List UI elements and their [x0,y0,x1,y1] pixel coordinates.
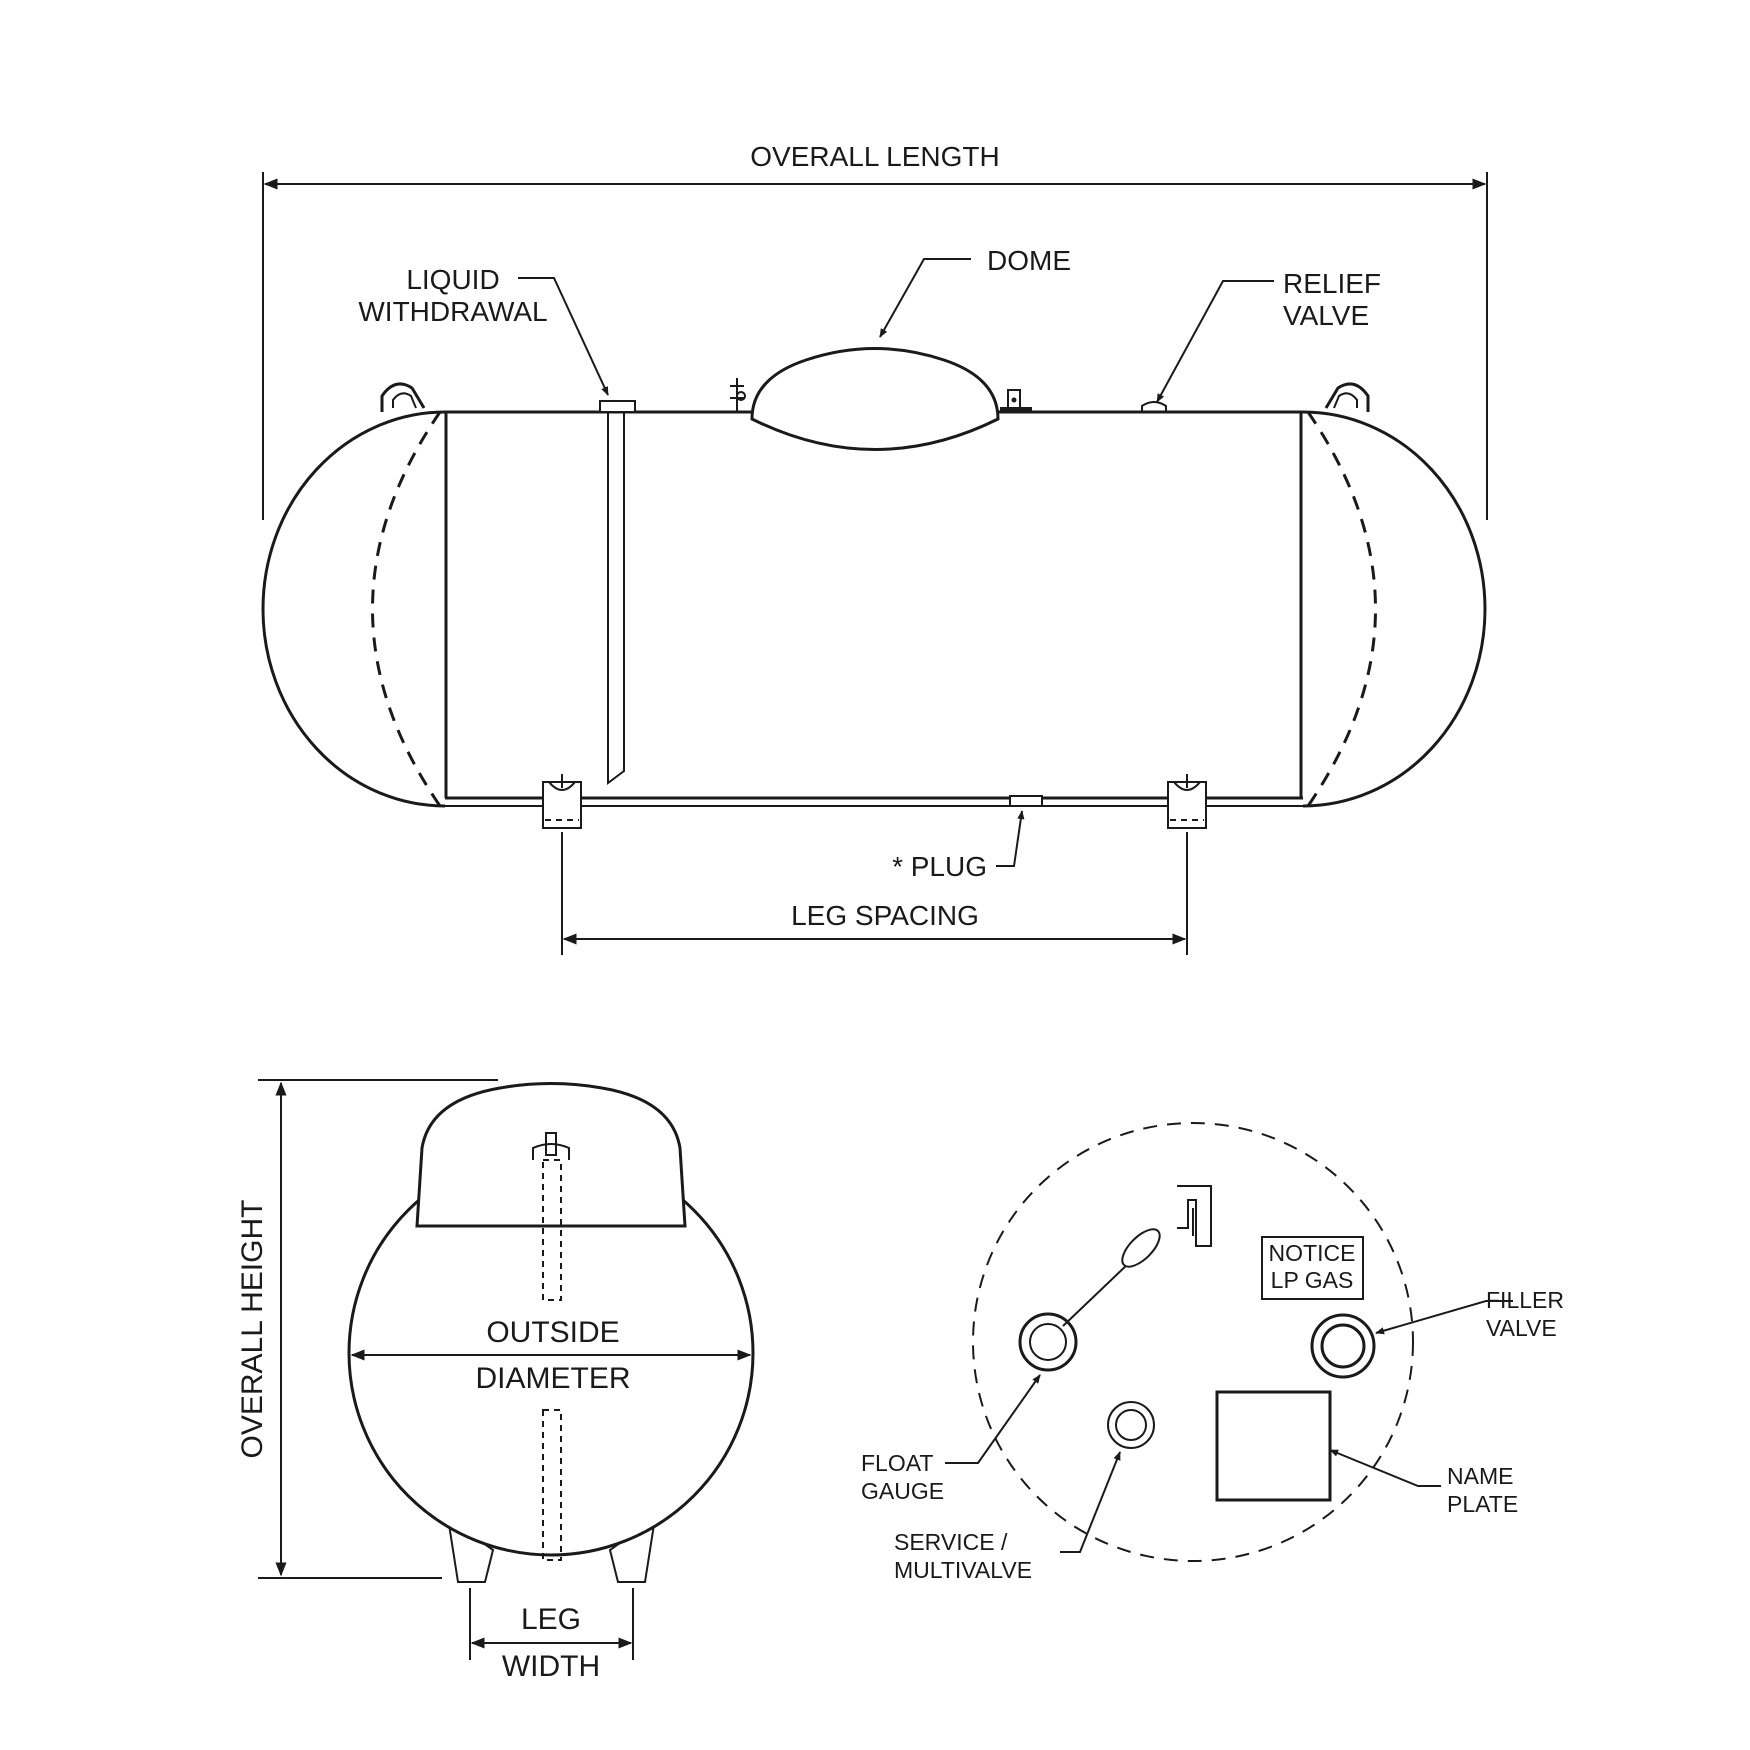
dome-outline [972,1122,1414,1562]
tank-side-body [261,410,1487,808]
name-plate-label-line1: NAME [1447,1463,1513,1489]
float-gauge-label-line1: FLOAT [861,1450,933,1476]
liquid-withdrawal-label-line1: LIQUID [406,264,499,295]
service-multivalve-label-line1: SERVICE / [894,1529,1008,1555]
dome-detail-view: NOTICE LP GAS FILLER VALVE FLOAT GAUGE S… [861,1122,1564,1583]
filler-valve-label-line1: FILLER [1486,1287,1564,1313]
liquid-withdrawal-label-line2: WITHDRAWAL [358,296,547,327]
filler-valve-label-line2: VALVE [1486,1315,1557,1341]
leg-width-label-line1: LEG [521,1603,581,1636]
leg-spacing-label: LEG SPACING [791,900,979,931]
name-plate [1215,1390,1332,1502]
leg-width-dimension: LEG WIDTH [469,1588,634,1683]
relief-valve-label-line1: RELIEF [1283,268,1381,299]
relief-valve-label-line2: VALVE [1283,300,1369,331]
liquid-withdrawal-fitting [599,400,636,785]
notice-line2: LP GAS [1271,1267,1354,1293]
leg-spacing-dimension: LEG SPACING [561,832,1188,955]
dome-label: DOME [987,245,1071,276]
overall-height-label: OVERALL HEIGHT [236,1200,269,1459]
overall-length-label: OVERALL LENGTH [750,141,999,172]
plug-label: * PLUG [892,851,987,882]
float-gauge-label-line2: GAUGE [861,1478,944,1504]
notice-line1: NOTICE [1269,1240,1356,1266]
filler-valve [1310,1313,1376,1379]
end-view-top-fitting [532,1132,570,1160]
dome-detail-leaders [945,1300,1513,1553]
leg-right [1167,774,1207,829]
float-gauge [1018,1185,1212,1372]
name-plate-label-line2: PLATE [1447,1491,1518,1517]
overall-length-dimension: OVERALL LENGTH [262,141,1488,520]
notice-lp-gas-sign: NOTICE LP GAS [1261,1236,1364,1300]
outside-diameter-dimension: OUTSIDE DIAMETER [350,1316,752,1395]
dip-tube-lower [542,1409,562,1561]
lifting-lug-left [380,382,426,412]
outside-diameter-label-line2: DIAMETER [475,1362,630,1395]
service-multivalve [1107,1401,1155,1449]
dip-tube-upper [542,1159,562,1301]
outside-diameter-label-line1: OUTSIDE [486,1316,619,1349]
dome-side [730,347,1032,451]
service-multivalve-label-line2: MULTIVALVE [894,1557,1032,1583]
relief-valve-fitting [1141,401,1167,412]
leg-width-label-line2: WIDTH [502,1650,600,1683]
plug-fitting [1009,795,1043,807]
lifting-lug-right [1324,382,1370,412]
overall-height-dimension: OVERALL HEIGHT [236,1079,498,1579]
side-leaders [518,258,1274,867]
leg-left [542,774,582,829]
end-view: OVERALL HEIGHT OUTSIDE DIAMETER [236,1079,755,1683]
side-view: OVERALL LENGTH [261,141,1488,955]
